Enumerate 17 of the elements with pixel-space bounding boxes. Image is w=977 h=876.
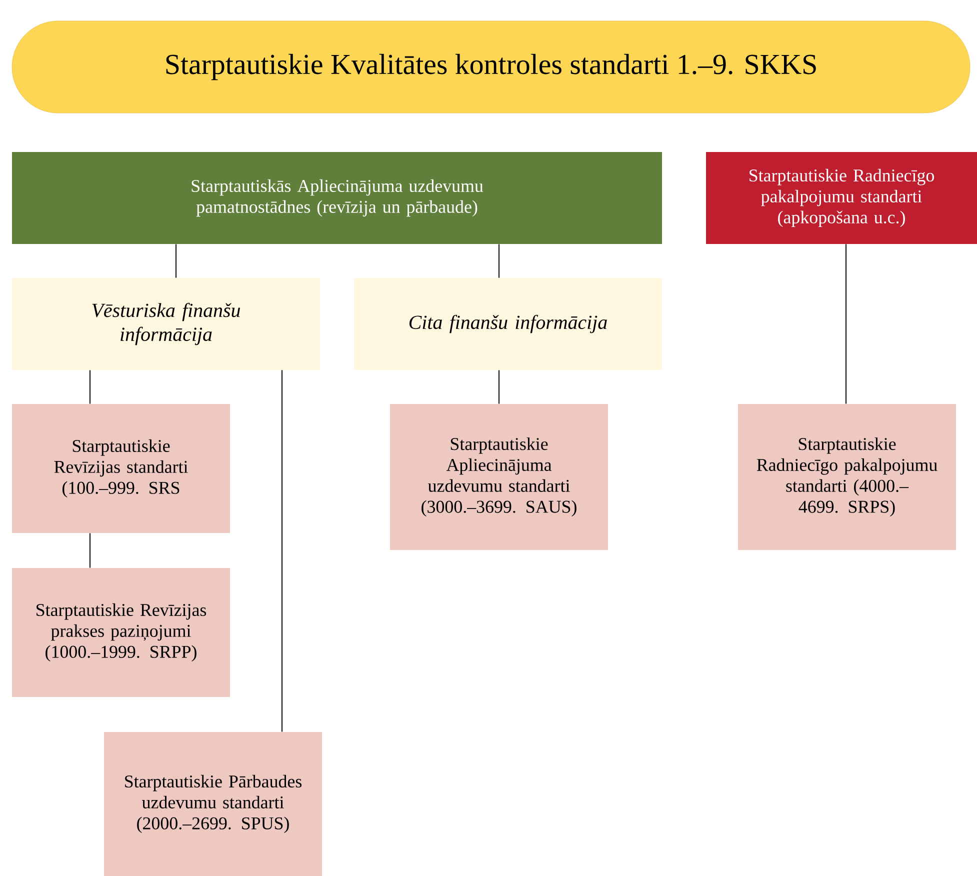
standard-box: Starptautiskie Radniecīgo pakalpojumu standarti (4000.–4699. SRPS) <box>738 404 956 550</box>
connector-line <box>89 370 91 404</box>
connector-line <box>281 370 283 732</box>
standard-box: Starptautiskie Revīzijas standarti (100.–999. SRS <box>12 404 230 533</box>
standard-box: Starptautiskie Pārbaudes uzdevumu standarti (2000.–2699. SPUS) <box>104 732 322 876</box>
subcategory-box: Cita finanšu informācija <box>354 278 662 370</box>
standard-box: Starptautiskie Apliecinājuma uzdevumu standarti (3000.–3699. SAUS) <box>390 404 608 550</box>
subcategory-box: Vēsturiska finanšu informācija <box>12 278 320 370</box>
category-box: Starptautiskās Apliecinājuma uzdevumu pamatnostādnes (revīzija un pārbaude) <box>12 152 662 244</box>
title-banner: Starptautiskie Kvalitātes kontroles standarti 1.–9. SKKS <box>12 20 970 114</box>
standard-box: Starptautiskie Revīzijas prakses paziņojumi (1000.–1999. SRPP) <box>12 568 230 697</box>
connector-line <box>498 244 500 278</box>
connector-line <box>845 244 847 404</box>
category-box: Starptautiskie Radniecīgo pakalpojumu standarti (apkopošana u.c.) <box>706 152 977 244</box>
connector-line <box>89 533 91 568</box>
connector-line <box>175 244 177 278</box>
connector-line <box>498 370 500 404</box>
